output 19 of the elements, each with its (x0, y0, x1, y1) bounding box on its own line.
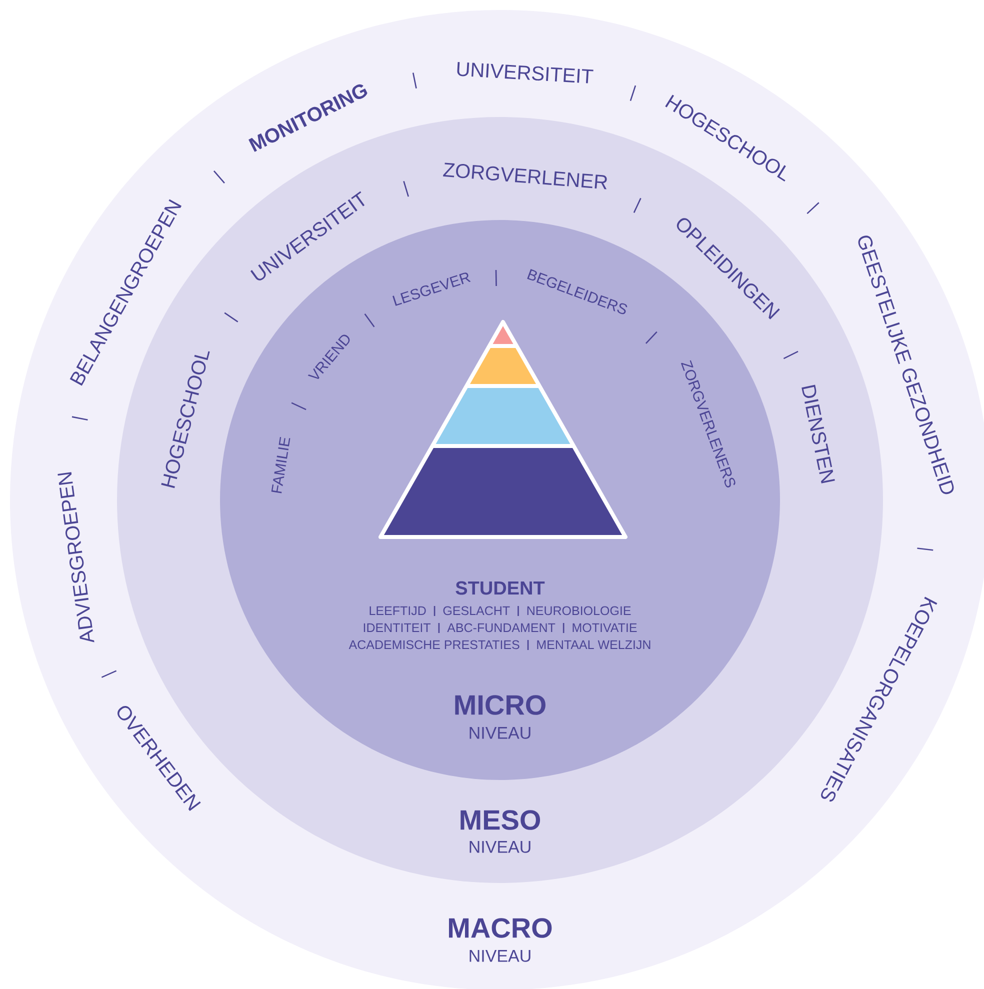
ring-label: FAMILIE (271, 437, 290, 494)
level-title: MESO (460, 810, 540, 830)
level-subtitle: NIVEAU (470, 727, 530, 739)
trait-label: MENTAAL WELZIJN (537, 640, 650, 650)
level-subtitle: NIVEAU (470, 950, 530, 962)
trait-label: LEEFTIJD (370, 606, 426, 616)
level-title: MICRO (455, 695, 546, 715)
level-title: MACRO (448, 918, 552, 938)
ring-label: UNIVERSITEIT (457, 62, 594, 84)
trait-label: MOTIVATIE (572, 623, 637, 632)
heading: STUDENT (456, 581, 545, 595)
ring-label: DIENSTEN (802, 384, 835, 484)
trait-label: GESLACHT (443, 606, 510, 616)
trait-label: ACADEMISCHE PRESTATIES (348, 640, 520, 650)
level-subtitle: NIVEAU (470, 841, 530, 853)
trait-label: ABC-FUNDAMENT (447, 623, 556, 632)
ring-label: ZORGVERLENER (443, 162, 607, 190)
trait-label: IDENTITEIT (364, 623, 431, 632)
trait-label: NEUROBIOLOGIE (527, 606, 631, 616)
